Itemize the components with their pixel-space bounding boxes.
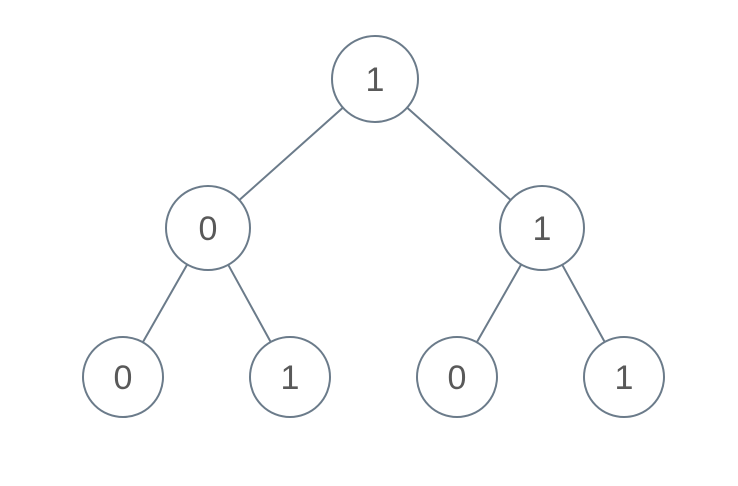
node-label: 0 [114, 359, 133, 397]
tree-edge [561, 263, 606, 343]
tree-edge [475, 263, 523, 344]
tree-node-n-lr[interactable]: 1 [249, 336, 331, 418]
node-circle [499, 185, 585, 271]
tree-node-n-r[interactable]: 1 [499, 185, 585, 271]
node-label: 1 [615, 359, 634, 397]
node-layer: 1 0 1 0 1 0 1 [82, 35, 665, 418]
node-label: 0 [199, 210, 218, 248]
node-label: 1 [281, 359, 300, 397]
tree-node-n-l[interactable]: 0 [165, 185, 251, 271]
edge-layer [141, 106, 606, 344]
node-label: 0 [448, 359, 467, 397]
node-circle [165, 185, 251, 271]
tree-edge [141, 263, 189, 344]
tree-edge [406, 106, 512, 202]
node-circle [82, 336, 164, 418]
tree-node-root[interactable]: 1 [331, 35, 419, 123]
tree-node-n-ll[interactable]: 0 [82, 336, 164, 418]
node-label: 1 [533, 210, 552, 248]
tree-edge [227, 263, 272, 343]
node-circle [583, 336, 665, 418]
node-circle [331, 35, 419, 123]
node-label: 1 [366, 61, 385, 99]
node-circle [249, 336, 331, 418]
tree-edge [238, 106, 344, 202]
node-circle [416, 336, 498, 418]
tree-node-n-rr[interactable]: 1 [583, 336, 665, 418]
tree-node-n-rl[interactable]: 0 [416, 336, 498, 418]
